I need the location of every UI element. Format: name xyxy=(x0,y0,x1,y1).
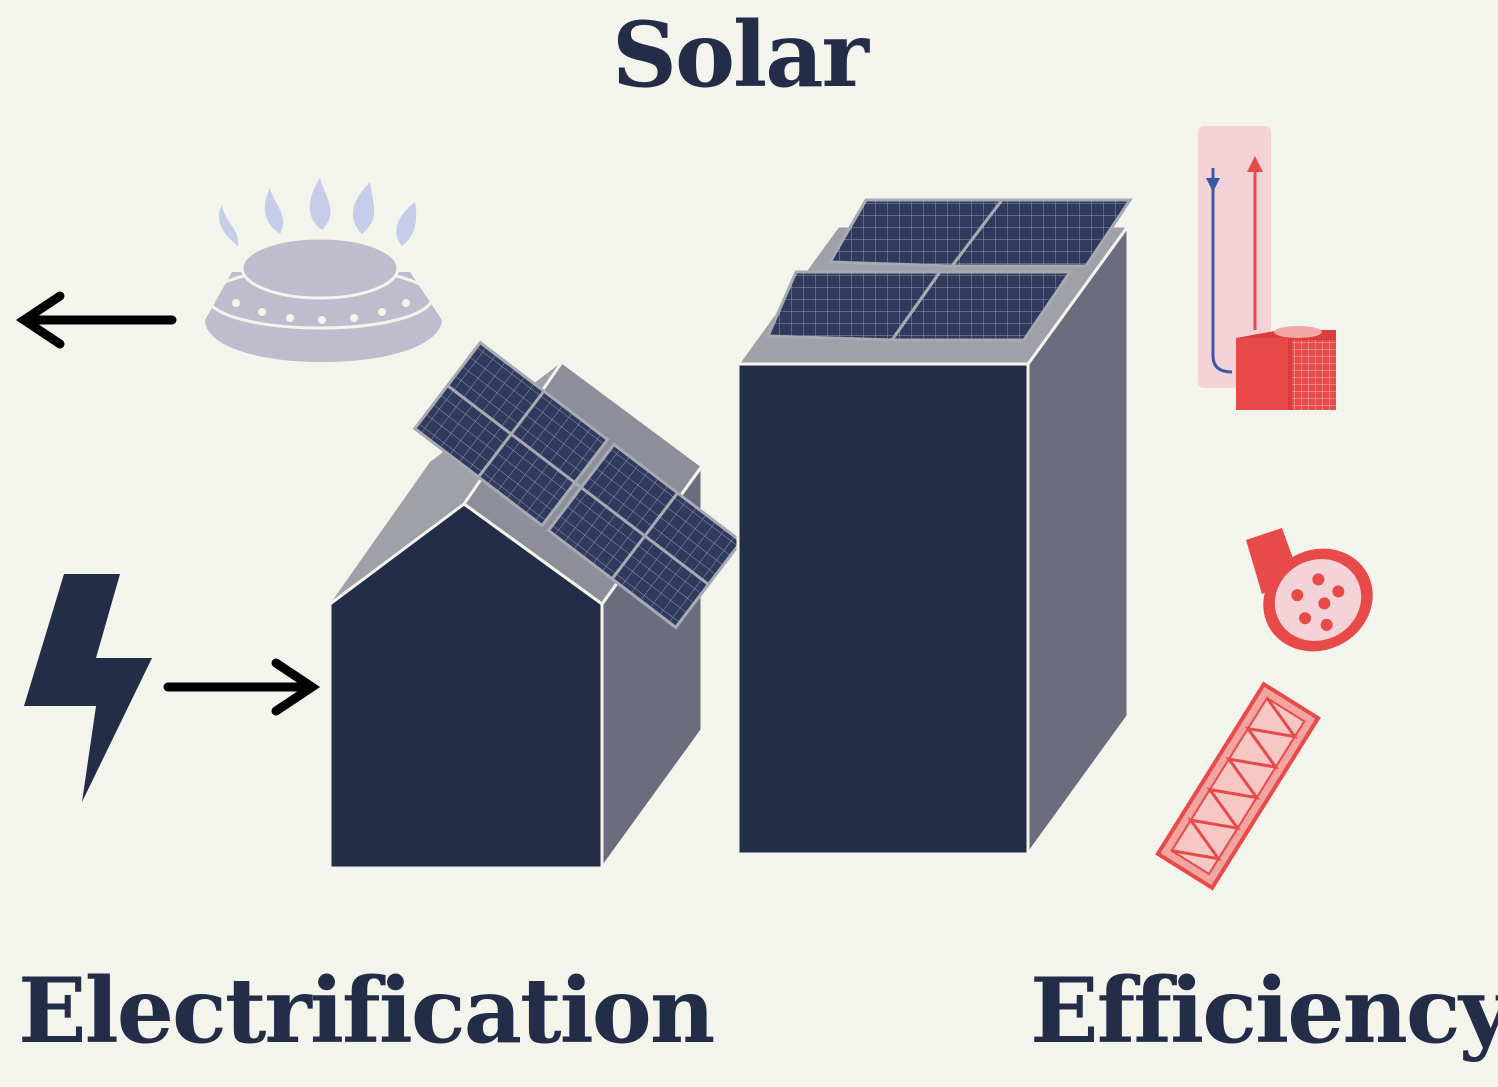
arrow-right-icon xyxy=(163,658,321,716)
electrification-title: Electrification xyxy=(18,958,715,1064)
house-solar-panels xyxy=(412,340,744,630)
house-building xyxy=(328,340,744,873)
solar-title: Solar xyxy=(612,2,869,108)
led-light-bulb-icon xyxy=(1246,528,1373,652)
arrow-left-icon xyxy=(15,291,177,349)
rooftop-solar-panels xyxy=(765,198,1133,342)
gas-burner-icon xyxy=(205,178,442,362)
weatherstrip-icon xyxy=(1155,681,1321,891)
heat-pump-icon xyxy=(1198,126,1336,410)
lightning-bolt-icon xyxy=(24,574,152,802)
tall-building xyxy=(735,198,1133,859)
efficiency-title: Efficiency xyxy=(1030,958,1498,1064)
